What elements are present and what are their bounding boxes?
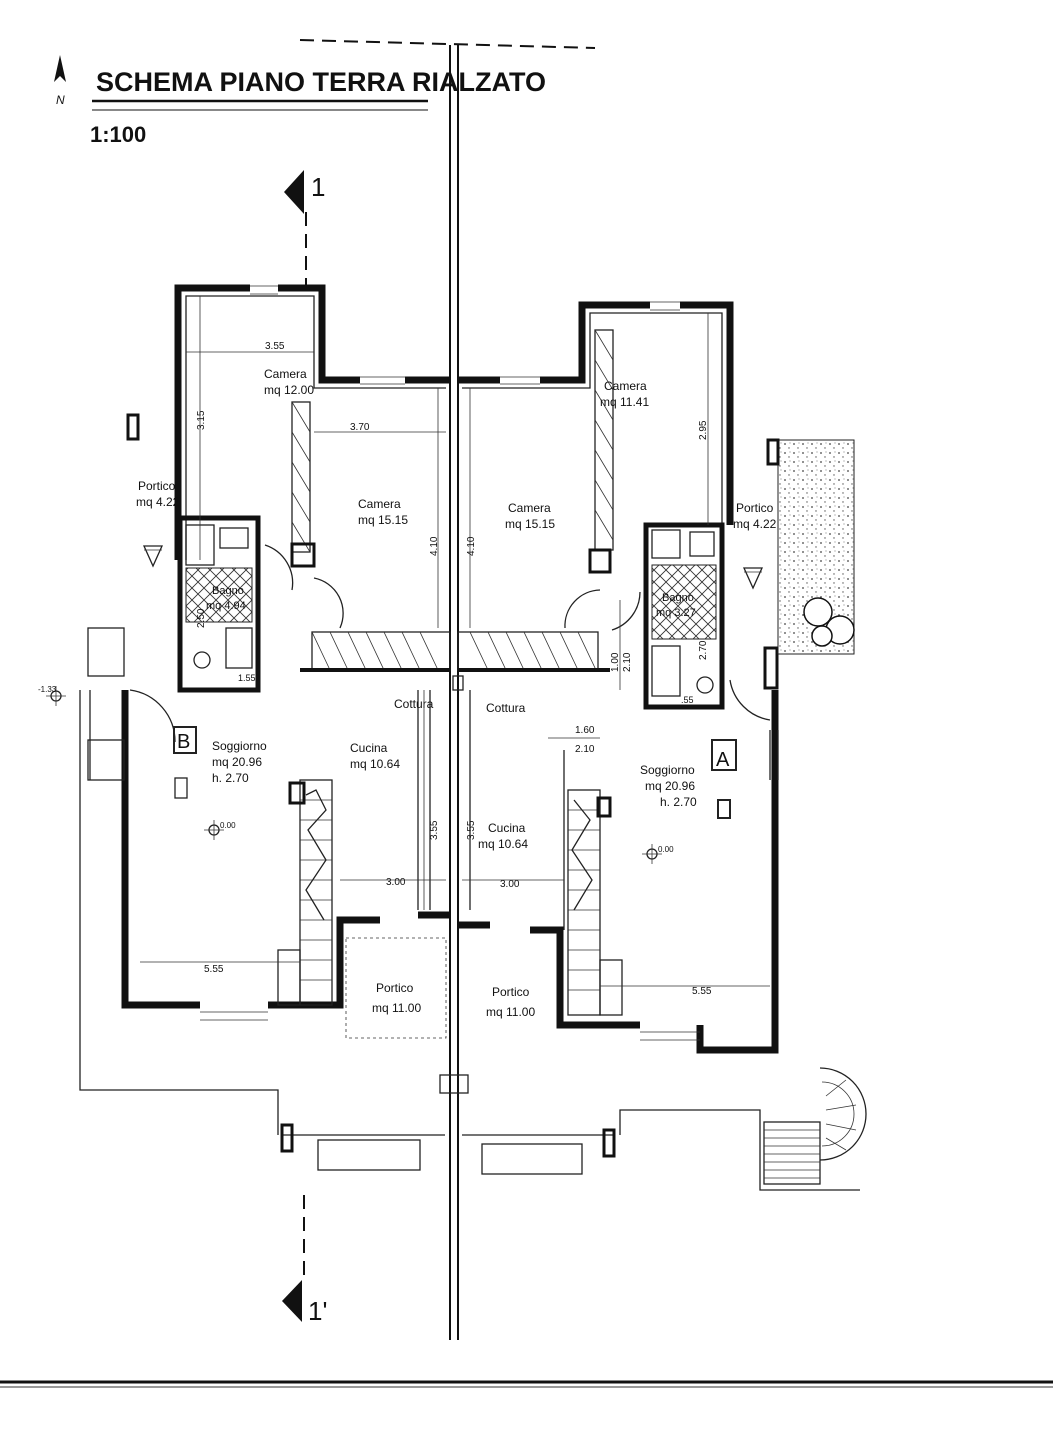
room-soggiorno-left-name: Soggiorno bbox=[212, 739, 267, 753]
room-cottura-left: Cottura bbox=[394, 697, 434, 711]
unit-label-b: B bbox=[177, 731, 190, 753]
svg-text:2.70: 2.70 bbox=[698, 640, 709, 660]
room-portico-bottom-left-area: mq 11.00 bbox=[372, 1001, 421, 1015]
north-arrow-icon bbox=[54, 55, 66, 82]
svg-text:3.55: 3.55 bbox=[466, 820, 477, 840]
section-marker-bottom: 1' bbox=[282, 1195, 327, 1326]
svg-text:-1.33: -1.33 bbox=[38, 685, 57, 694]
room-camera-left-big-name: Camera bbox=[358, 497, 401, 511]
svg-text:2.50: 2.50 bbox=[196, 608, 207, 628]
svg-text:1.00: 1.00 bbox=[610, 652, 621, 672]
room-portico-left-area: mq 4.22 bbox=[136, 495, 180, 509]
room-portico-left-name: Portico bbox=[138, 479, 176, 493]
section-marker-top: 1 bbox=[284, 170, 325, 285]
level-marker-minus: -1.33 bbox=[38, 685, 66, 706]
page-title: SCHEMA PIANO TERRA RIALZATO bbox=[96, 67, 546, 97]
room-bagno-right-name: Bagno bbox=[662, 592, 694, 604]
svg-text:5.55: 5.55 bbox=[204, 964, 224, 975]
svg-text:3.00: 3.00 bbox=[500, 879, 520, 890]
room-portico-right-area: mq 4.22 bbox=[733, 517, 777, 531]
room-cucina-right-name: Cucina bbox=[488, 821, 526, 835]
svg-text:.55: .55 bbox=[681, 695, 694, 705]
room-portico-bottom-right-name: Portico bbox=[492, 985, 530, 999]
svg-text:2.10: 2.10 bbox=[622, 652, 633, 672]
room-soggiorno-left-height: h. 2.70 bbox=[212, 771, 249, 785]
level-marker-right: 0.00 bbox=[642, 844, 674, 864]
room-cucina-left-area: mq 10.64 bbox=[350, 757, 400, 771]
right-unit-walls bbox=[457, 301, 867, 1185]
room-bagno-left-name: Bagno bbox=[212, 585, 244, 597]
svg-text:1': 1' bbox=[308, 1296, 327, 1326]
svg-text:3.70: 3.70 bbox=[350, 422, 370, 433]
room-soggiorno-right-height: h. 2.70 bbox=[660, 795, 697, 809]
room-cucina-left-name: Cucina bbox=[350, 741, 388, 755]
room-camera-right-big-name: Camera bbox=[508, 501, 551, 515]
room-soggiorno-right-name: Soggiorno bbox=[640, 763, 695, 777]
svg-text:4.10: 4.10 bbox=[466, 536, 477, 556]
room-bagno-right-area: mq 3.27 bbox=[656, 607, 696, 619]
room-portico-bottom-right-area: mq 11.00 bbox=[486, 1005, 535, 1019]
svg-text:1.55: 1.55 bbox=[238, 673, 256, 683]
level-marker-left: 0.00 bbox=[204, 820, 236, 840]
room-soggiorno-left-area: mq 20.96 bbox=[212, 755, 262, 769]
room-camera-left-big-area: mq 15.15 bbox=[358, 513, 408, 527]
room-cottura-right: Cottura bbox=[486, 701, 526, 715]
unit-label-a: A bbox=[716, 749, 730, 771]
svg-text:0.00: 0.00 bbox=[220, 821, 236, 830]
room-portico-right-name: Portico bbox=[736, 501, 774, 515]
svg-text:0.00: 0.00 bbox=[658, 845, 674, 854]
svg-text:3.15: 3.15 bbox=[196, 410, 207, 430]
svg-text:2.10: 2.10 bbox=[575, 744, 595, 755]
room-camera-right-big-area: mq 15.15 bbox=[505, 517, 555, 531]
north-label: N bbox=[56, 93, 65, 107]
svg-text:3.55: 3.55 bbox=[429, 820, 440, 840]
svg-text:3.55: 3.55 bbox=[265, 341, 285, 352]
room-camera-right-small-name: Camera bbox=[604, 379, 647, 393]
scale-label: 1:100 bbox=[90, 122, 146, 147]
room-portico-bottom-left-name: Portico bbox=[376, 981, 414, 995]
dimensions: 3.55 3.15 3.70 4.10 4.10 2.95 2.50 1.55 … bbox=[140, 296, 770, 997]
left-unit-walls bbox=[87, 284, 451, 1039]
room-bagno-left-area: mq 4.94 bbox=[206, 600, 246, 612]
svg-text:5.55: 5.55 bbox=[692, 986, 712, 997]
svg-text:2.95: 2.95 bbox=[698, 420, 709, 440]
room-cucina-right-area: mq 10.64 bbox=[478, 837, 528, 851]
room-camera-left-small-area: mq 12.00 bbox=[264, 383, 314, 397]
svg-text:1: 1 bbox=[311, 172, 325, 202]
room-camera-right-small-area: mq 11.41 bbox=[600, 395, 649, 409]
svg-text:3.00: 3.00 bbox=[386, 877, 406, 888]
svg-text:1.60: 1.60 bbox=[575, 725, 595, 736]
room-camera-left-small-name: Camera bbox=[264, 367, 307, 381]
svg-text:4.10: 4.10 bbox=[429, 536, 440, 556]
room-soggiorno-right-area: mq 20.96 bbox=[645, 779, 695, 793]
